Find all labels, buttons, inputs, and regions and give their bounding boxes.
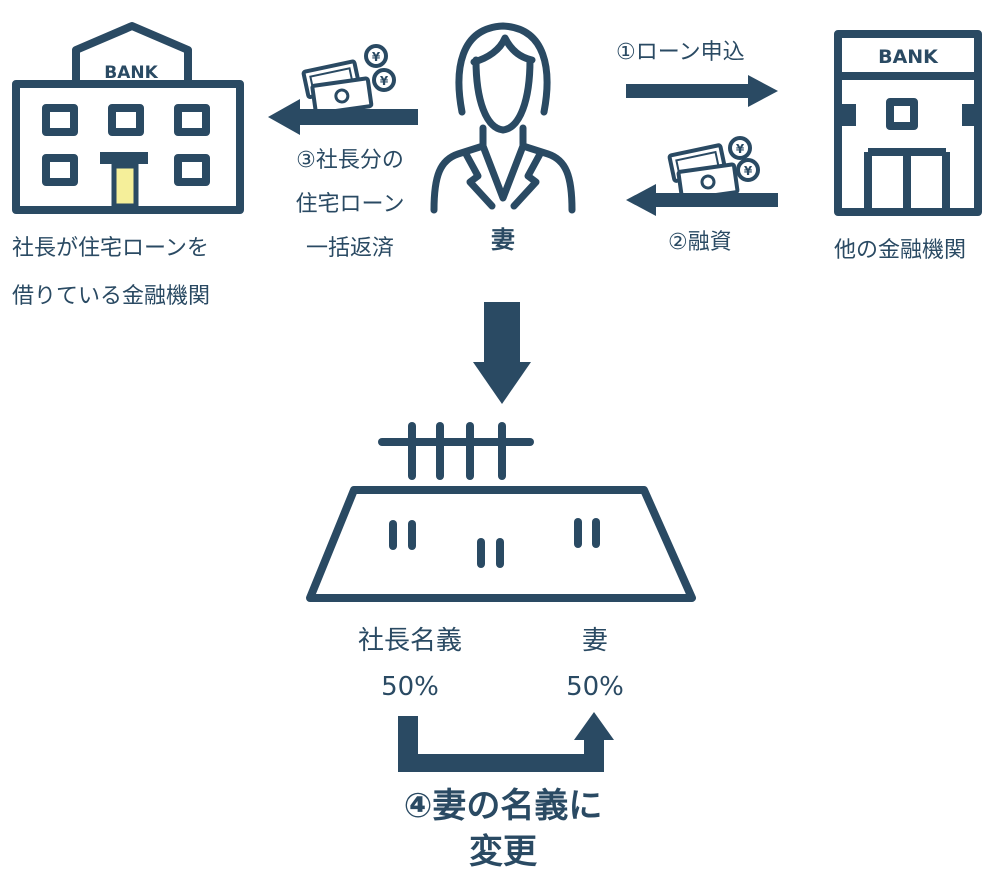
- arrow-left-step3-head: [268, 99, 300, 135]
- arrow-left-step2-head: [626, 184, 656, 216]
- arrow-down-main: [484, 302, 520, 364]
- money-bills-yen-coin-icon: ¥ ¥: [301, 44, 396, 116]
- arrow-right-step1: [626, 84, 752, 98]
- right-bank-sign: BANK: [878, 46, 939, 68]
- bank-side-window: [836, 104, 856, 126]
- arrow-left-step2: [652, 193, 778, 207]
- bank-building-icon: [12, 22, 244, 214]
- arrow-down-main-head: [473, 362, 531, 404]
- step4-label-line1: ④妻の名義に: [403, 786, 603, 826]
- svg-text:¥: ¥: [380, 74, 389, 88]
- arrow-left-step3: [296, 109, 418, 125]
- right-bank-caption: 他の金融機関: [834, 238, 967, 263]
- ownership-after-share: 50%: [566, 672, 624, 702]
- bank-door-awning: [100, 152, 148, 164]
- step3-label-line2: 住宅ローン: [295, 192, 405, 217]
- ownership-before-share: 50%: [381, 672, 439, 702]
- woman-person-icon: [430, 22, 576, 214]
- bank-door-icon: [111, 163, 139, 209]
- ownership-after-label: 妻: [581, 626, 608, 656]
- ownership-transfer-arrow: [398, 712, 614, 772]
- step4-label-line2: 変更: [469, 832, 537, 872]
- step3-label-line3: 一括返済: [305, 236, 394, 261]
- svg-text:¥: ¥: [736, 142, 745, 156]
- step2-label: ②融資: [668, 230, 732, 255]
- arrows: [268, 75, 778, 404]
- house-roof-icon: [306, 422, 696, 602]
- left-bank-caption-line1: 社長が住宅ローンを: [12, 236, 209, 261]
- arrow-right-step1-head: [748, 75, 778, 107]
- ownership-before-label: 社長名義: [357, 626, 462, 656]
- svg-text:¥: ¥: [744, 164, 753, 178]
- left-bank-sign: BANK: [104, 63, 158, 83]
- svg-text:¥: ¥: [372, 50, 381, 64]
- bank-side-window: [962, 104, 980, 126]
- money-bills-yen-coin-icon: ¥ ¥: [667, 136, 760, 202]
- left-bank-caption-line2: 借りている金融機関: [12, 284, 211, 309]
- person-label: 妻: [491, 226, 515, 254]
- step3-label-line1: ③社長分の: [296, 148, 404, 173]
- step1-label: ①ローン申込: [616, 40, 745, 65]
